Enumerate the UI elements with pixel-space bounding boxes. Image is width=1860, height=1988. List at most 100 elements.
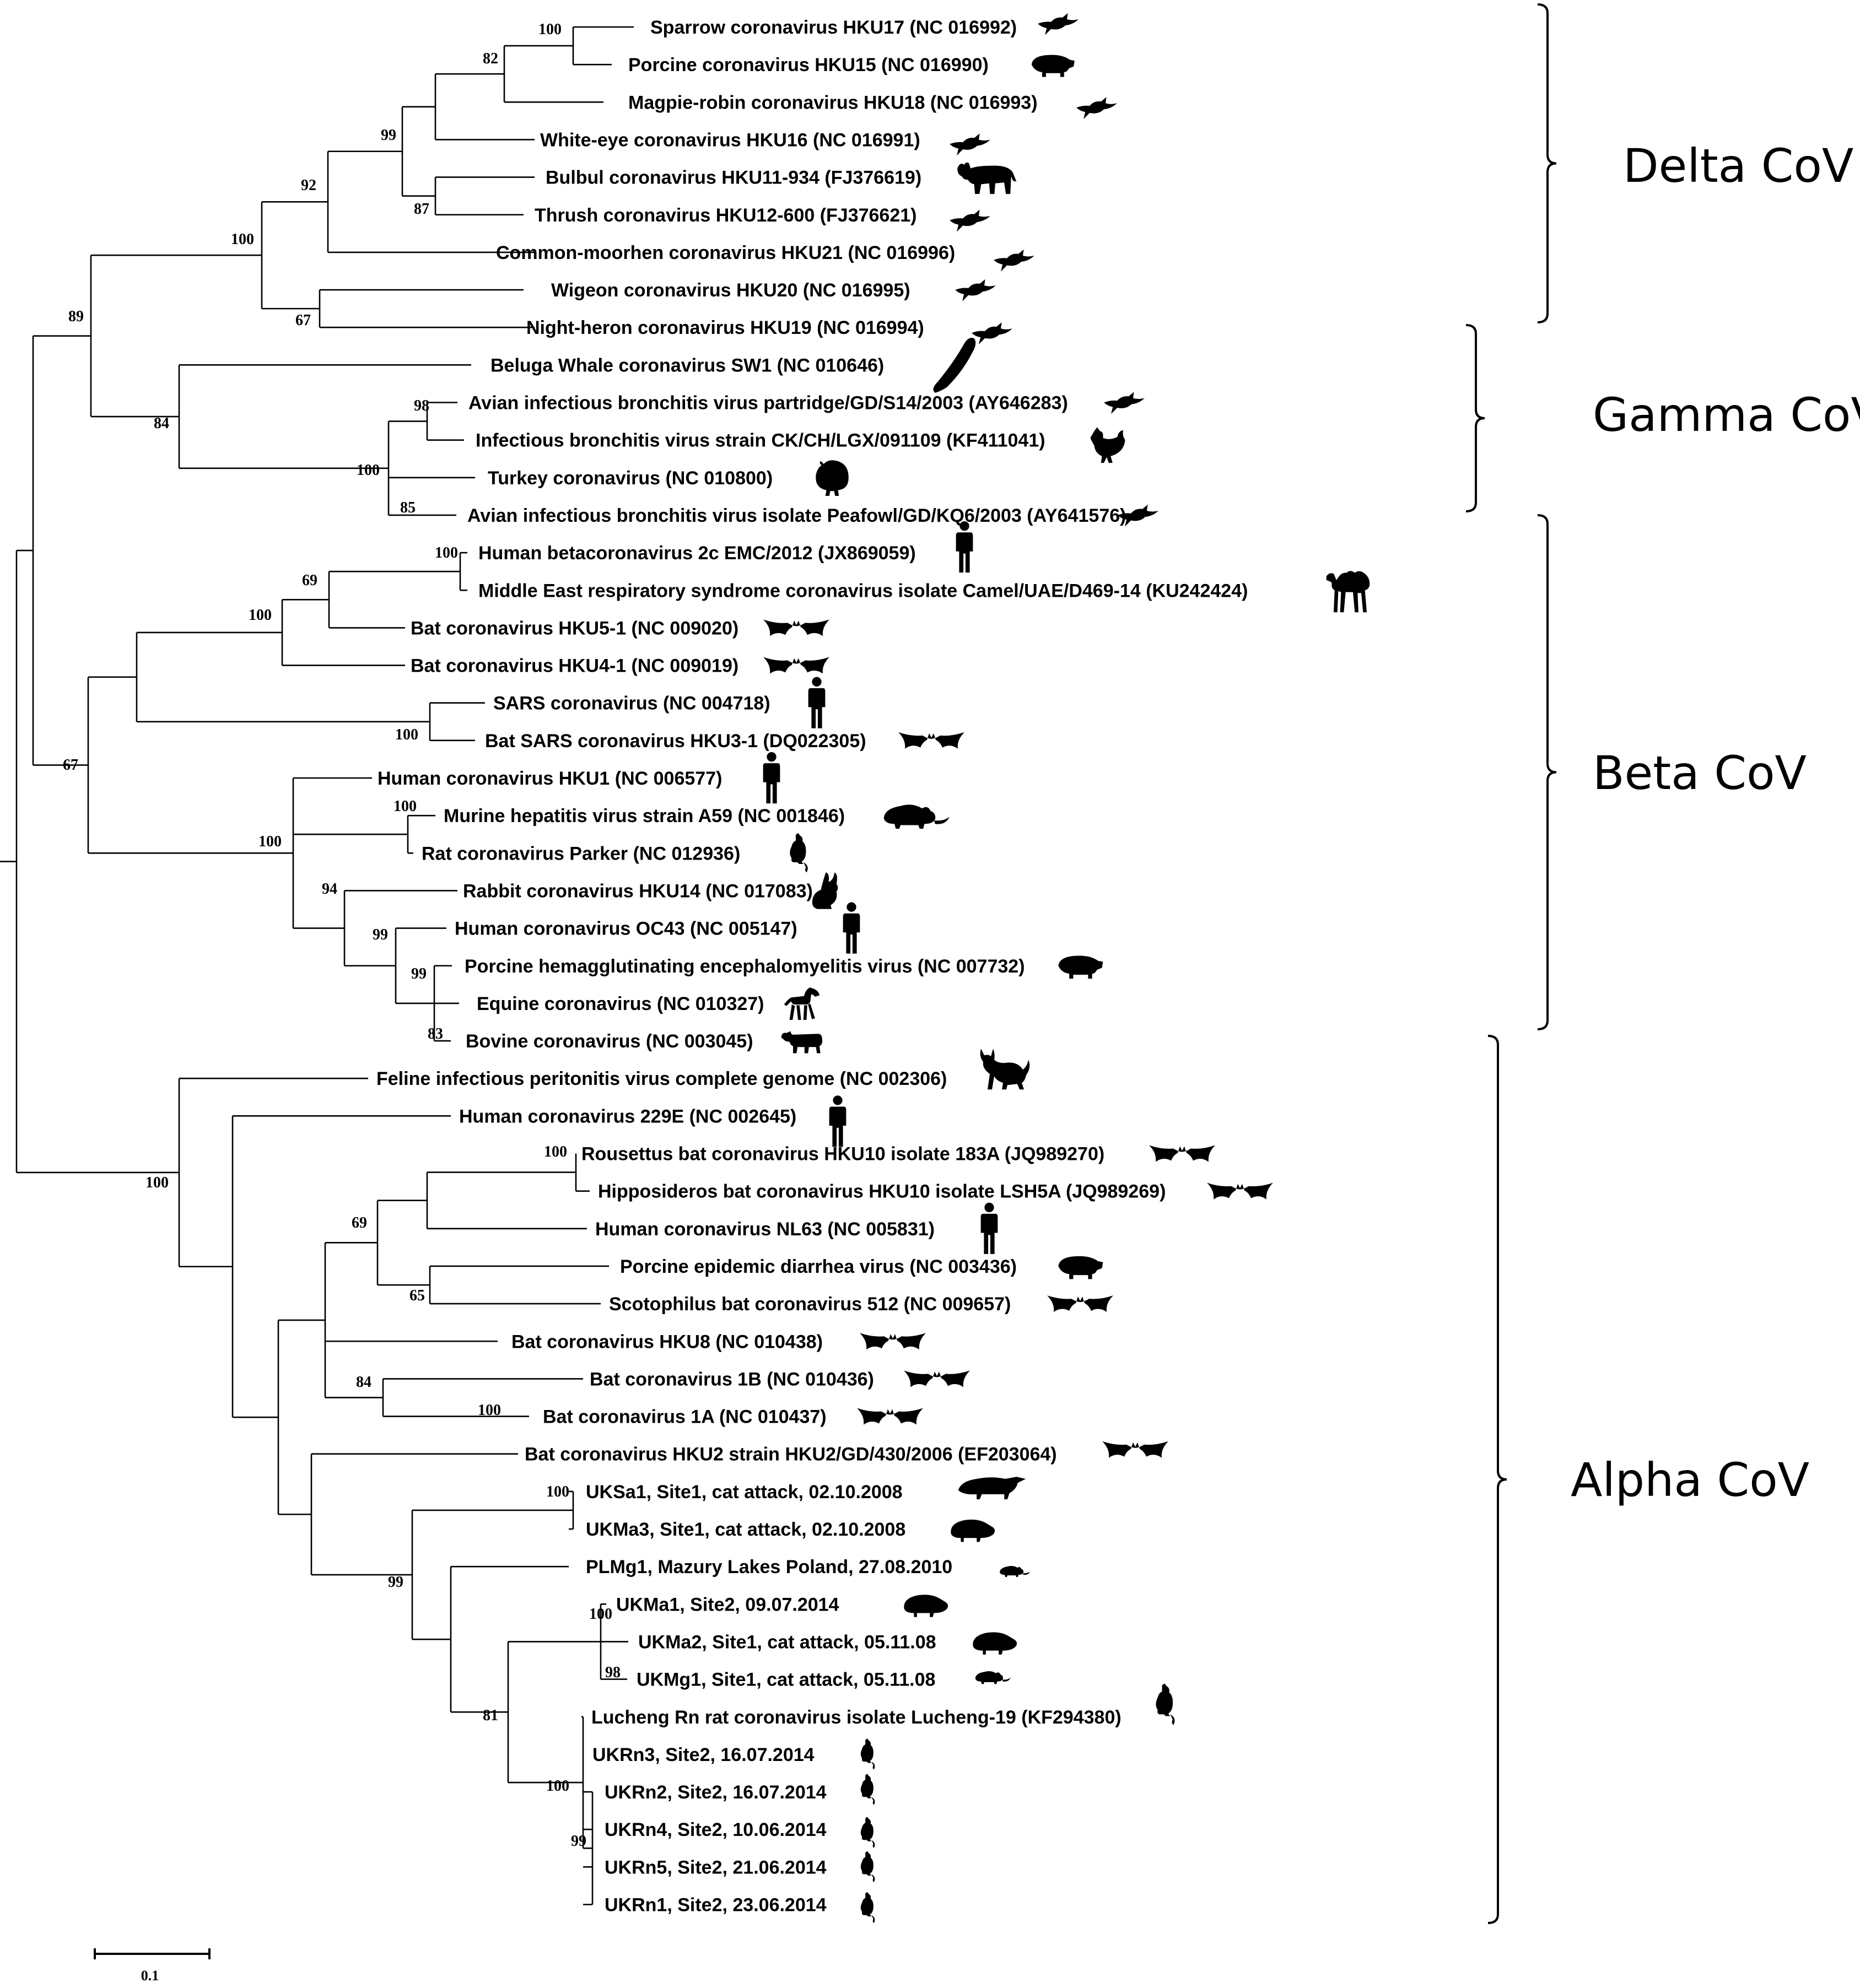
- bootstrap-value: 100: [357, 462, 380, 479]
- taxon-label: UKSa1, Site1, cat attack, 02.10.2008: [586, 1482, 903, 1503]
- bootstrap-value: 100: [258, 833, 282, 850]
- taxon-label: Turkey coronavirus (NC 010800): [488, 468, 773, 489]
- taxon-label: Rat coronavirus Parker (NC 012936): [422, 843, 740, 864]
- bird-icon: [972, 322, 1012, 344]
- clade-bracket: [1465, 324, 1485, 512]
- bat-icon: [763, 657, 829, 674]
- pig-icon: [1058, 1256, 1103, 1279]
- rabbit-icon: [812, 872, 838, 909]
- taxon-labels: Sparrow coronavirus HKU17 (NC 016992)Por…: [376, 17, 1248, 1916]
- bootstrap-value: 82: [483, 50, 498, 67]
- taxon-label: Bat coronavirus HKU2 strain HKU2/GD/430/…: [525, 1444, 1057, 1465]
- scale-bar: 0.1: [94, 1948, 211, 1984]
- taxon-label: Middle East respiratory syndrome coronav…: [478, 580, 1248, 601]
- taxon-label: Scotophilus bat coronavirus 512 (NC 0096…: [609, 1294, 1011, 1315]
- camel-icon: [1326, 571, 1370, 613]
- bootstrap-value: 99: [411, 965, 427, 982]
- bootstrap-value: 89: [68, 308, 84, 325]
- taxon-label: Avian infectious bronchitis virus partri…: [468, 393, 1068, 414]
- bootstrap-value: 100: [546, 1483, 569, 1500]
- bird-icon: [994, 249, 1034, 272]
- human-icon: [843, 902, 860, 954]
- chicken-icon: [1090, 427, 1125, 463]
- taxon-label: PLMg1, Mazury Lakes Poland, 27.08.2010: [586, 1557, 952, 1578]
- bird-icon: [955, 279, 996, 301]
- rat-icon: [860, 1774, 875, 1805]
- human-icon: [956, 521, 973, 573]
- cat-icon: [980, 1049, 1030, 1090]
- taxon-label: UKRn1, Site2, 23.06.2014: [605, 1895, 827, 1916]
- rat-icon: [860, 1892, 875, 1924]
- taxon-label: Equine coronavirus (NC 010327): [477, 993, 764, 1014]
- bootstrap-value: 87: [414, 201, 429, 218]
- bootstrap-value: 100: [538, 21, 562, 38]
- bootstrap-value: 98: [605, 1664, 621, 1681]
- taxon-label: White-eye coronavirus HKU16 (NC 016991): [540, 129, 920, 150]
- taxon-label: Thrush coronavirus HKU12-600 (FJ376621): [535, 205, 916, 226]
- bootstrap-value: 69: [302, 572, 317, 589]
- bat-icon: [904, 1370, 970, 1387]
- bootstrap-value: 85: [400, 499, 416, 516]
- bootstrap-value: 65: [409, 1287, 425, 1304]
- clade-bracket: [1487, 1035, 1507, 1924]
- taxon-label: Porcine hemagglutinating encephalomyelit…: [465, 956, 1025, 977]
- taxon-label: Human coronavirus HKU1 (NC 006577): [378, 768, 722, 789]
- clade-brackets: [1465, 3, 1557, 1924]
- bootstrap-value: 84: [356, 1374, 371, 1391]
- mouse-icon: [1000, 1566, 1030, 1578]
- taxon-label: UKRn3, Site2, 16.07.2014: [592, 1744, 815, 1765]
- taxon-label: Human coronavirus 229E (NC 002645): [459, 1106, 796, 1127]
- taxon-label: Rabbit coronavirus HKU14 (NC 017083): [463, 880, 813, 901]
- taxon-label: UKMa3, Site1, cat attack, 02.10.2008: [586, 1519, 905, 1540]
- taxon-label: Bovine coronavirus (NC 003045): [466, 1031, 753, 1052]
- bootstrap-value: 100: [435, 544, 458, 561]
- taxon-label: Magpie-robin coronavirus HKU18 (NC 01699…: [628, 92, 1038, 113]
- taxon-label: UKRn5, Site2, 21.06.2014: [605, 1857, 827, 1878]
- tree-branches: [0, 26, 634, 1905]
- bootstrap-value: 100: [478, 1402, 501, 1419]
- clade-label: Gamma CoV: [1593, 388, 1860, 442]
- clade-bracket: [1537, 3, 1557, 323]
- taxon-label: Rousettus bat coronavirus HKU10 isolate …: [581, 1144, 1104, 1165]
- rat-icon: [860, 1851, 875, 1882]
- taxon-label: Hipposideros bat coronavirus HKU10 isola…: [598, 1181, 1166, 1202]
- rat-icon: [860, 1738, 875, 1770]
- turkey-icon: [816, 460, 849, 496]
- rat-icon: [860, 1817, 875, 1848]
- taxon-label: UKMg1, Site1, cat attack, 05.11.08: [637, 1670, 935, 1690]
- mouse-icon: [883, 804, 950, 829]
- pig-icon: [1058, 955, 1103, 979]
- bull-icon: [957, 162, 1017, 194]
- bootstrap-value: 100: [395, 726, 418, 743]
- bootstrap-value: 99: [373, 926, 388, 943]
- bootstrap-value: 100: [544, 1143, 567, 1160]
- taxon-label: Porcine epidemic diarrhea virus (NC 0034…: [620, 1256, 1017, 1277]
- rat-icon: [1156, 1683, 1175, 1725]
- taxon-label: Avian infectious bronchitis virus isolat…: [467, 505, 1126, 526]
- taxon-label: UKMa2, Site1, cat attack, 05.11.08: [638, 1632, 936, 1652]
- bird-icon: [950, 209, 990, 232]
- clade-label: Delta CoV: [1623, 139, 1853, 193]
- cow-icon: [781, 1031, 823, 1054]
- bat-icon: [1047, 1295, 1113, 1312]
- bootstrap-value: 67: [63, 757, 78, 774]
- bootstrap-value: 99: [571, 1833, 586, 1850]
- mouse-icon: [975, 1671, 1011, 1684]
- bat-icon: [857, 1408, 923, 1425]
- whale-icon: [933, 338, 976, 393]
- bat-icon: [1102, 1441, 1168, 1458]
- taxon-label: Bat coronavirus HKU5-1 (NC 009020): [411, 618, 738, 639]
- bird-icon: [950, 133, 990, 156]
- bootstrap-value: 100: [231, 231, 254, 248]
- bootstrap-value: 92: [301, 177, 316, 194]
- taxon-label: Bat coronavirus HKU8 (NC 010438): [511, 1331, 823, 1352]
- bat-icon: [763, 619, 829, 636]
- bird-icon: [1038, 13, 1079, 35]
- taxon-label: Bat coronavirus 1B (NC 010436): [590, 1369, 874, 1390]
- vole-icon: [973, 1632, 1017, 1655]
- clade-label: Beta CoV: [1593, 746, 1807, 800]
- bootstrap-value: 83: [428, 1025, 443, 1042]
